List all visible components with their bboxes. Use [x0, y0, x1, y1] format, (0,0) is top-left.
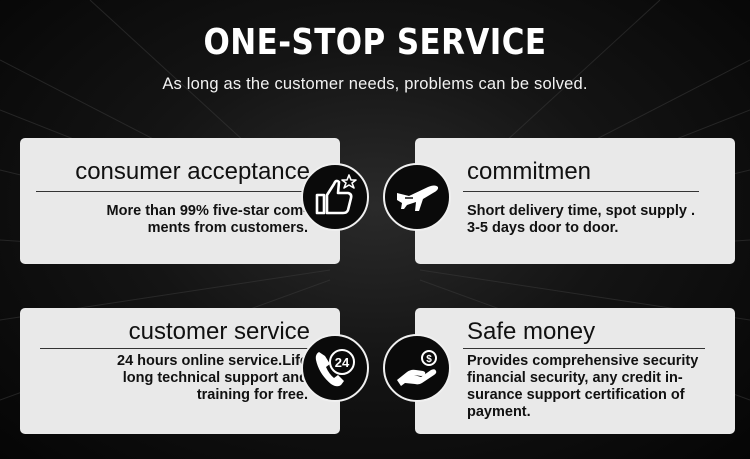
phone-24-icon: 24 — [301, 334, 369, 402]
card-divider — [36, 191, 316, 192]
card-body-line: Short delivery time, spot supply . — [467, 203, 696, 219]
card-divider — [463, 348, 705, 349]
thumbs-up-star-icon — [301, 163, 369, 231]
card-body: More than 99% five-star com- ments from … — [107, 203, 308, 237]
coin-symbol: $ — [426, 354, 432, 365]
card-customer-service: customer service 24 hours online service… — [20, 308, 340, 434]
card-safe-money: Safe money Provides comprehensive securi… — [415, 308, 735, 434]
card-heading: customer service — [128, 318, 310, 345]
card-divider — [40, 348, 312, 349]
card-divider — [463, 191, 699, 192]
card-body: 24 hours online service.Life long techni… — [117, 353, 308, 404]
card-heading: consumer acceptance — [75, 158, 310, 185]
card-body-line: 24 hours online service.Life — [117, 353, 308, 369]
card-body-line: ments from customers. — [147, 220, 308, 236]
phone-24-label: 24 — [335, 355, 350, 370]
card-heading: commitmen — [467, 158, 592, 185]
card-commitmen: commitmen Short delivery time, spot supp… — [415, 138, 735, 264]
card-body-line: training for free. — [196, 387, 308, 403]
card-heading: Safe money — [467, 318, 596, 345]
page-subtitle: As long as the customer needs, problems … — [162, 75, 588, 93]
card-consumer-acceptance: consumer acceptance More than 99% five-s… — [20, 138, 340, 264]
card-body-line: More than 99% five-star com- — [106, 203, 308, 219]
card-body-line: payment. — [467, 404, 531, 420]
card-body-line: financial security, any credit in- — [467, 370, 683, 386]
card-body-line: long technical support and — [122, 370, 308, 386]
card-body-line: Provides comprehensive security — [467, 353, 699, 369]
card-body: Short delivery time, spot supply . 3-5 d… — [467, 203, 695, 237]
hand-coin-icon: $ — [383, 334, 451, 402]
card-body: Provides comprehensive security financia… — [467, 353, 698, 421]
card-body-line: surance support certification of — [467, 387, 685, 403]
card-body-line: 3-5 days door to door. — [467, 220, 619, 236]
page-title: ONE-STOP SERVICE — [203, 22, 547, 63]
airplane-icon — [383, 163, 451, 231]
